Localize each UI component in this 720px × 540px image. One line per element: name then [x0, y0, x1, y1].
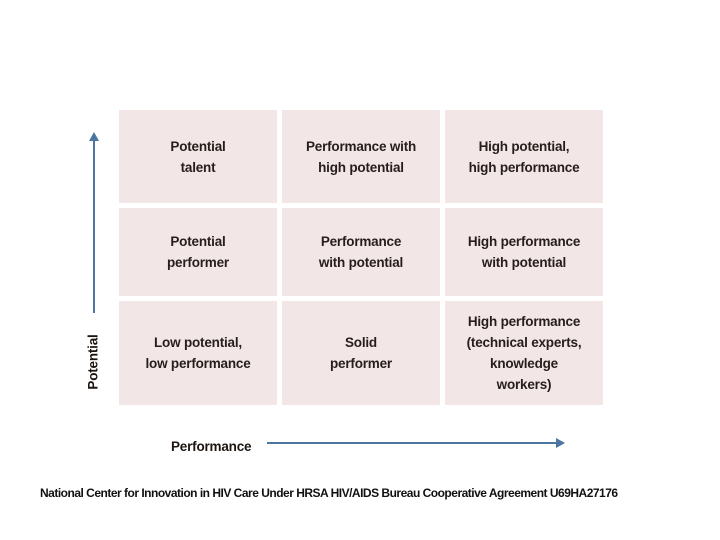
potential-axis-arrow-line	[93, 140, 95, 313]
footer-attribution-text: National Center for Innovation in HIV Ca…	[40, 486, 618, 500]
matrix-cell-r1c2: High performance with potential	[445, 208, 603, 296]
matrix-cell-r0c1: Performance with high potential	[282, 110, 440, 203]
matrix-cell-r1c1: Performance with potential	[282, 208, 440, 296]
matrix-cell-r0c0: Potential talent	[119, 110, 277, 203]
x-axis-label-performance: Performance	[171, 439, 252, 454]
matrix-cell-r2c0: Low potential, low performance	[119, 301, 277, 405]
y-axis-label-potential: Potential	[85, 334, 101, 390]
matrix-cell-r2c2: High performance (technical experts, kno…	[445, 301, 603, 405]
performance-axis-arrow-right-icon	[556, 438, 565, 448]
nine-box-matrix: Potential talent Performance with high p…	[119, 110, 603, 405]
potential-axis-arrow-up-icon	[89, 132, 99, 141]
matrix-cell-r2c1: Solid performer	[282, 301, 440, 405]
matrix-cell-r1c0: Potential performer	[119, 208, 277, 296]
performance-axis-arrow-line	[267, 442, 557, 444]
matrix-cell-r0c2: High potential, high performance	[445, 110, 603, 203]
